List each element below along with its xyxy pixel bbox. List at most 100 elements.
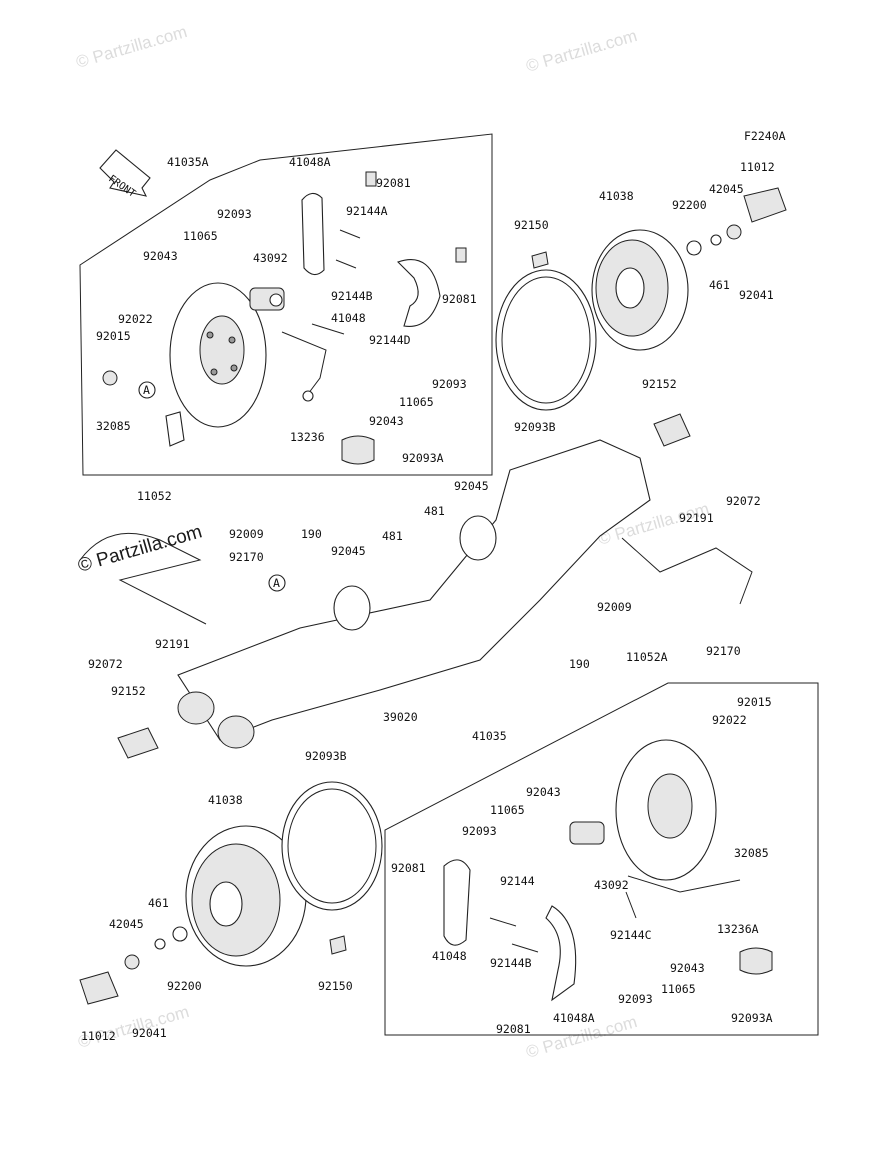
part-number-label: 481 — [382, 529, 403, 543]
figure-code: F2240A — [744, 129, 786, 143]
part-number-label: 461 — [148, 896, 169, 910]
part-number-label: 41035A — [167, 155, 209, 169]
part-number-label: 92152 — [642, 377, 677, 391]
middle-callout-a-circle — [268, 574, 286, 592]
part-number-label: 11065 — [490, 803, 525, 817]
upper-callout-a-circle — [138, 381, 156, 399]
part-number-label: 13236A — [717, 922, 759, 936]
upper-springs — [311, 229, 361, 335]
upper-clip — [455, 247, 467, 263]
part-number-label: 92081 — [391, 861, 426, 875]
part-number-label: 92093 — [462, 824, 497, 838]
upper-backing-plate — [169, 282, 267, 428]
upper-brake-group-outline — [79, 133, 493, 476]
part-number-label: 92144A — [346, 204, 388, 218]
part-number-label: 92072 — [726, 494, 761, 508]
part-number-label: 92009 — [597, 600, 632, 614]
part-number-label: 41048A — [289, 155, 331, 169]
part-number-label: 11065 — [661, 982, 696, 996]
part-number-label: 92081 — [496, 1022, 531, 1036]
part-number-label: 32085 — [96, 419, 131, 433]
upper-hub-cap — [743, 187, 787, 223]
part-number-label: 190 — [301, 527, 322, 541]
part-number-label: 461 — [709, 278, 730, 292]
part-number-label: 92093 — [217, 207, 252, 221]
part-number-label: 92150 — [318, 979, 353, 993]
upper-bolt — [531, 251, 549, 269]
part-number-label: 92093 — [618, 992, 653, 1006]
lower-hub-nut — [124, 954, 140, 970]
right-spacer — [653, 413, 691, 447]
upper-brake-shoe-front — [301, 192, 325, 276]
upper-lock-ring — [710, 234, 722, 246]
part-number-label: 92144D — [369, 333, 411, 347]
part-number-label: 92144B — [490, 956, 532, 970]
part-number-label: 92045 — [331, 544, 366, 558]
upper-hub-nut — [726, 224, 742, 240]
upper-washer — [686, 240, 702, 256]
part-number-label: 11012 — [81, 1029, 116, 1043]
part-number-label: 92191 — [155, 637, 190, 651]
part-number-label: 92045 — [454, 479, 489, 493]
upper-brake-drum — [495, 229, 689, 411]
part-number-label: 41048 — [331, 311, 366, 325]
part-number-label: 41035 — [472, 729, 507, 743]
lower-lever — [627, 875, 741, 893]
upper-bracket — [165, 411, 185, 447]
middle-callout-a: A — [273, 576, 280, 590]
part-number-label: 41048A — [553, 1011, 595, 1025]
part-number-label: 92041 — [132, 1026, 167, 1040]
part-number-label: 92093A — [731, 1011, 773, 1025]
axle-housing — [177, 439, 651, 749]
left-spacer — [117, 727, 159, 759]
right-hose — [621, 537, 753, 605]
lower-brake-shoe-rear — [545, 905, 577, 1002]
part-number-label: 92043 — [670, 961, 705, 975]
part-number-label: 92144 — [500, 874, 535, 888]
upper-clip — [365, 171, 377, 187]
part-number-label: 92043 — [369, 414, 404, 428]
part-number-label: 92015 — [737, 695, 772, 709]
lower-wheel-cylinder — [569, 821, 605, 845]
watermark-text: © Partzilla.com — [74, 22, 189, 72]
watermark-text: © Partzilla.com — [524, 26, 639, 76]
lower-backing-plate — [615, 739, 717, 881]
part-number-label: 92009 — [229, 527, 264, 541]
part-number-label: 42045 — [109, 917, 144, 931]
part-number-label: 41048 — [432, 949, 467, 963]
part-number-label: 11052 — [137, 489, 172, 503]
part-number-label: 43092 — [594, 878, 629, 892]
part-number-label: 11065 — [399, 395, 434, 409]
part-number-label: 92041 — [739, 288, 774, 302]
lower-bolt — [329, 935, 347, 955]
upper-lever-eye — [302, 390, 314, 402]
part-number-label: 92144B — [331, 289, 373, 303]
part-number-label: 92081 — [442, 292, 477, 306]
part-number-label: 92200 — [672, 198, 707, 212]
part-number-label: 41038 — [599, 189, 634, 203]
part-number-label: 92022 — [118, 312, 153, 326]
part-number-label: 43092 — [253, 251, 288, 265]
lower-springs — [489, 891, 637, 953]
lower-brake-drum — [185, 781, 383, 967]
part-number-label: 92093B — [305, 749, 347, 763]
part-number-label: 92022 — [712, 713, 747, 727]
upper-lever — [281, 331, 327, 395]
lower-hub-cap — [79, 971, 119, 1005]
part-number-label: 190 — [569, 657, 590, 671]
upper-nut — [102, 370, 118, 386]
part-number-label: 92170 — [229, 550, 264, 564]
upper-wheel-cylinder — [249, 287, 285, 311]
watermark-text: © Partzilla.com — [76, 521, 205, 576]
part-number-label: 32085 — [734, 846, 769, 860]
part-number-label: 92093 — [432, 377, 467, 391]
lower-brake-group-outline — [384, 682, 819, 1036]
part-number-label: 92081 — [376, 176, 411, 190]
part-number-label: 92043 — [143, 249, 178, 263]
part-number-label: 92072 — [88, 657, 123, 671]
front-direction-arrow: FRONT — [99, 149, 151, 200]
lower-washer — [172, 926, 188, 942]
part-number-label: 11012 — [740, 160, 775, 174]
